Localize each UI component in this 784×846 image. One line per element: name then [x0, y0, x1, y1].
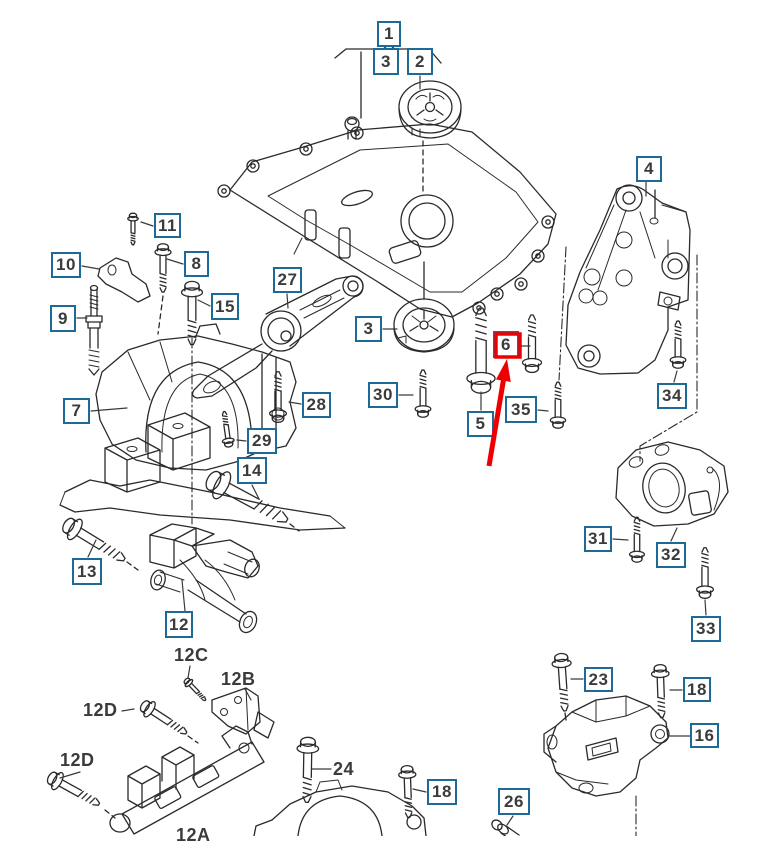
callout-14[interactable]: 14	[237, 457, 267, 484]
callout-10[interactable]: 10	[51, 252, 81, 278]
callout-34[interactable]: 34	[657, 383, 687, 409]
callout-18[interactable]: 18	[427, 779, 457, 805]
callout-label: 5	[475, 414, 486, 433]
callout-23[interactable]: 23	[584, 667, 613, 692]
callout-label: 10	[56, 255, 76, 274]
callout-4[interactable]: 4	[636, 156, 662, 182]
part-round-mount-lower	[393, 298, 455, 353]
leader-lines	[59, 75, 707, 826]
callout-32[interactable]: 32	[656, 542, 686, 568]
part-bottom-centre-mount	[253, 779, 427, 836]
part-clamp	[615, 441, 729, 527]
callout-label: 2	[415, 51, 425, 71]
callout-label: 23	[588, 669, 609, 689]
part-engine-mount-right	[543, 695, 670, 797]
callout-29[interactable]: 29	[247, 428, 277, 454]
callout-label: 28	[306, 395, 327, 414]
callout-label: 32	[661, 545, 681, 564]
callout-label: 27	[277, 270, 298, 289]
callout-label: 3	[381, 51, 391, 71]
part-subframe	[217, 123, 557, 318]
part-bridge-bracket	[59, 412, 346, 531]
callout-27[interactable]: 27	[273, 267, 302, 293]
callout-28[interactable]: 28	[302, 392, 331, 418]
callout-label: 12	[169, 614, 189, 634]
callout-label: 31	[588, 529, 608, 548]
callout-1[interactable]: 1	[377, 21, 401, 47]
callout-label: 15	[215, 296, 235, 316]
callout-label: 33	[696, 619, 716, 638]
callout-16[interactable]: 16	[690, 723, 719, 748]
callout-15[interactable]: 15	[211, 293, 239, 320]
callout-label: 6	[501, 334, 511, 354]
callout-label: 9	[58, 308, 68, 328]
part-label-12C: 12C	[174, 645, 209, 665]
part-label-12D: 12D	[83, 700, 118, 720]
callout-label: 16	[694, 725, 715, 745]
callout-label: 13	[77, 561, 97, 581]
callout-label: 4	[644, 159, 654, 178]
callout-26[interactable]: 26	[498, 788, 530, 815]
callout-label: 34	[662, 386, 682, 405]
callout-8[interactable]: 8	[184, 251, 209, 277]
callout-9[interactable]: 9	[50, 305, 76, 332]
callout-7[interactable]: 7	[63, 398, 90, 424]
callout-label: 18	[687, 679, 707, 699]
callout-33[interactable]: 33	[691, 616, 721, 642]
callout-label: 18	[432, 782, 452, 801]
construction-lines	[104, 51, 698, 836]
callout-label: 8	[191, 254, 202, 273]
callout-11[interactable]: 11	[154, 213, 181, 238]
callout-6-highlighted[interactable]: 6	[493, 331, 519, 358]
part-label-12D: 12D	[60, 750, 95, 770]
part-support-arm	[565, 184, 691, 375]
callout-13[interactable]: 13	[72, 558, 102, 585]
callout-5[interactable]: 5	[467, 411, 494, 437]
callout-2[interactable]: 2	[407, 48, 433, 75]
part-screw-26	[491, 819, 520, 836]
callout-label: 1	[384, 24, 394, 43]
callout-label: 29	[252, 431, 272, 450]
callout-label: 3	[363, 319, 374, 338]
callout-30[interactable]: 30	[368, 382, 398, 408]
callout-label: 35	[511, 399, 531, 419]
callout-label: 14	[242, 460, 262, 480]
callout-label: 7	[71, 401, 82, 420]
callout-12[interactable]: 12	[165, 611, 193, 638]
part-rail-12a	[109, 725, 265, 835]
part-stud-9	[85, 284, 103, 376]
callout-label: 26	[504, 791, 524, 811]
callout-35[interactable]: 35	[505, 396, 537, 423]
callout-31[interactable]: 31	[584, 526, 612, 552]
part-round-mount-top	[398, 80, 462, 139]
part-label-12B: 12B	[221, 669, 256, 689]
part-bracket-10	[97, 257, 151, 303]
callout-label: 30	[373, 385, 393, 404]
part-torque-arm	[191, 275, 364, 399]
callout-3[interactable]: 3	[355, 316, 382, 342]
part-label-24: 24	[333, 759, 355, 779]
callout-3[interactable]: 3	[373, 48, 399, 75]
callout-18[interactable]: 18	[683, 677, 711, 702]
part-bracket-12b	[211, 687, 275, 739]
callout-label: 11	[158, 215, 177, 235]
part-gearbox-bracket	[149, 523, 260, 634]
